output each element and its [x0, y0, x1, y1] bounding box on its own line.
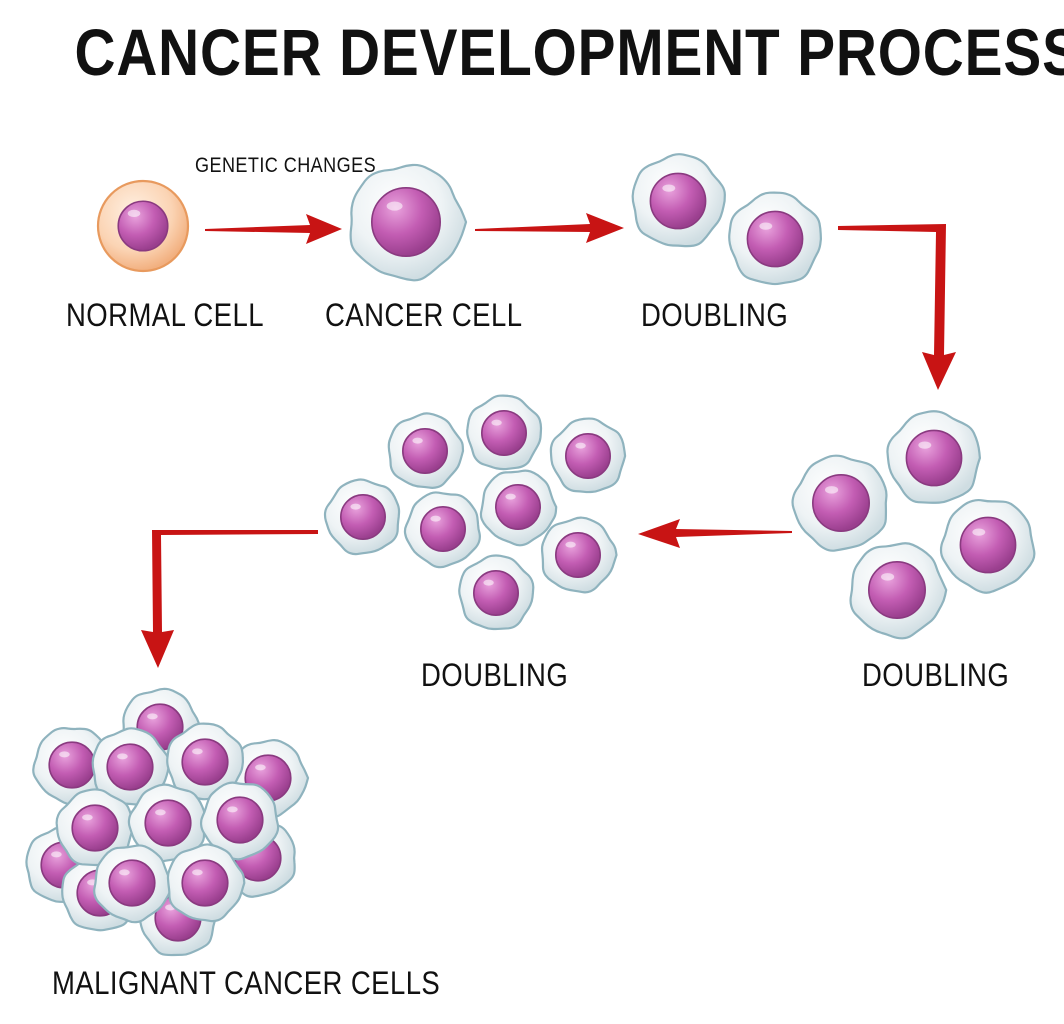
nucleus-highlight: [565, 541, 576, 548]
cell-nucleus: [108, 859, 156, 907]
doubling-cell: [387, 412, 465, 489]
nucleus-highlight: [575, 442, 586, 449]
nucleus-highlight: [972, 528, 986, 536]
normal-cell: [96, 179, 190, 273]
nucleus-highlight: [825, 486, 839, 494]
doubling-cell: [631, 153, 726, 248]
malignant-cell: [55, 788, 135, 867]
cell-nucleus: [905, 429, 963, 487]
nucleus-highlight: [918, 441, 932, 449]
malignant-cell: [166, 722, 245, 801]
nucleus-highlight: [505, 493, 516, 500]
nucleus-highlight: [59, 751, 70, 758]
arrow-left-down: [141, 530, 318, 668]
nucleus-highlight: [881, 573, 895, 581]
label-doubling-1: DOUBLING: [641, 297, 789, 333]
nucleus-highlight: [483, 579, 494, 586]
malignant-cell: [199, 781, 280, 861]
cell-nucleus: [480, 409, 527, 456]
cell-nucleus: [144, 799, 192, 847]
doubling-cell: [479, 469, 558, 547]
page-title: CANCER DEVELOPMENT PROCESS: [74, 15, 1064, 89]
nucleus-highlight: [127, 209, 141, 217]
doubling-cell: [791, 454, 888, 552]
label-normal-cell: NORMAL CELL: [66, 297, 264, 333]
cancer-cell: [349, 163, 468, 282]
label-malignant-cancer-cells: MALIGNANT CANCER CELLS: [52, 965, 441, 1001]
cell-nucleus: [959, 516, 1017, 574]
nucleus-highlight: [227, 806, 238, 813]
label-doubling-3: DOUBLING: [862, 657, 1010, 693]
nucleus-highlight: [82, 814, 93, 821]
nucleus-highlight: [386, 201, 403, 211]
label-genetic-changes: GENETIC CHANGES: [195, 154, 377, 177]
cell-nucleus: [401, 427, 448, 474]
cell-nucleus: [216, 796, 264, 844]
cell-nucleus: [564, 432, 611, 479]
cell-nucleus: [649, 172, 707, 230]
nucleus-highlight: [759, 222, 773, 230]
label-doubling-2: DOUBLING: [421, 657, 569, 693]
malignant-cell: [166, 843, 246, 923]
arrow-right-to-left: [638, 519, 792, 548]
cell-nucleus: [494, 483, 541, 530]
doubling-cell: [849, 542, 948, 640]
cell-nucleus: [181, 859, 229, 907]
nucleus-highlight: [147, 713, 158, 720]
doubling-cell: [323, 478, 401, 556]
cell-nucleus: [181, 738, 229, 786]
doubling-cell: [886, 410, 982, 504]
doubling-cell: [549, 417, 627, 494]
doubling-cell: [540, 516, 618, 594]
cell-nucleus: [48, 741, 96, 789]
cell-nucleus: [419, 505, 466, 552]
cell-nucleus: [811, 473, 870, 532]
arrow-cancer-to-doubling: [475, 213, 624, 243]
nucleus-highlight: [412, 437, 423, 444]
arrow-doubling-down-right: [838, 224, 956, 390]
cell-nucleus: [106, 743, 154, 791]
doubling-cell: [403, 491, 481, 569]
nucleus-highlight: [117, 753, 128, 760]
cell-nucleus: [71, 804, 119, 852]
cell-nucleus: [867, 560, 926, 619]
nucleus-highlight: [192, 869, 203, 876]
doubling-cell: [728, 191, 823, 286]
cell-nucleus: [746, 210, 804, 268]
cells-group: [25, 153, 1036, 957]
doubling-cell: [458, 554, 535, 631]
nucleus-highlight: [192, 748, 203, 755]
nucleus-highlight: [155, 809, 166, 816]
nucleus-highlight: [119, 869, 130, 876]
arrow-normal-to-cancer: [205, 214, 342, 244]
nucleus-highlight: [662, 184, 676, 192]
label-cancer-cell: CANCER CELL: [325, 297, 523, 333]
nucleus-highlight: [430, 515, 441, 522]
nucleus-highlight: [350, 503, 361, 510]
nucleus-highlight: [491, 419, 502, 426]
nucleus-highlight: [255, 764, 266, 771]
doubling-cell: [466, 394, 543, 471]
cell-nucleus: [117, 200, 169, 252]
nucleus-highlight: [51, 851, 62, 858]
cell-nucleus: [554, 531, 601, 578]
arrows-group: [141, 213, 956, 668]
cell-nucleus: [339, 493, 386, 540]
malignant-cell: [93, 844, 173, 924]
cell-nucleus: [472, 569, 519, 616]
malignant-cell: [91, 727, 170, 806]
cell-nucleus: [370, 187, 441, 258]
doubling-cell: [939, 498, 1036, 594]
